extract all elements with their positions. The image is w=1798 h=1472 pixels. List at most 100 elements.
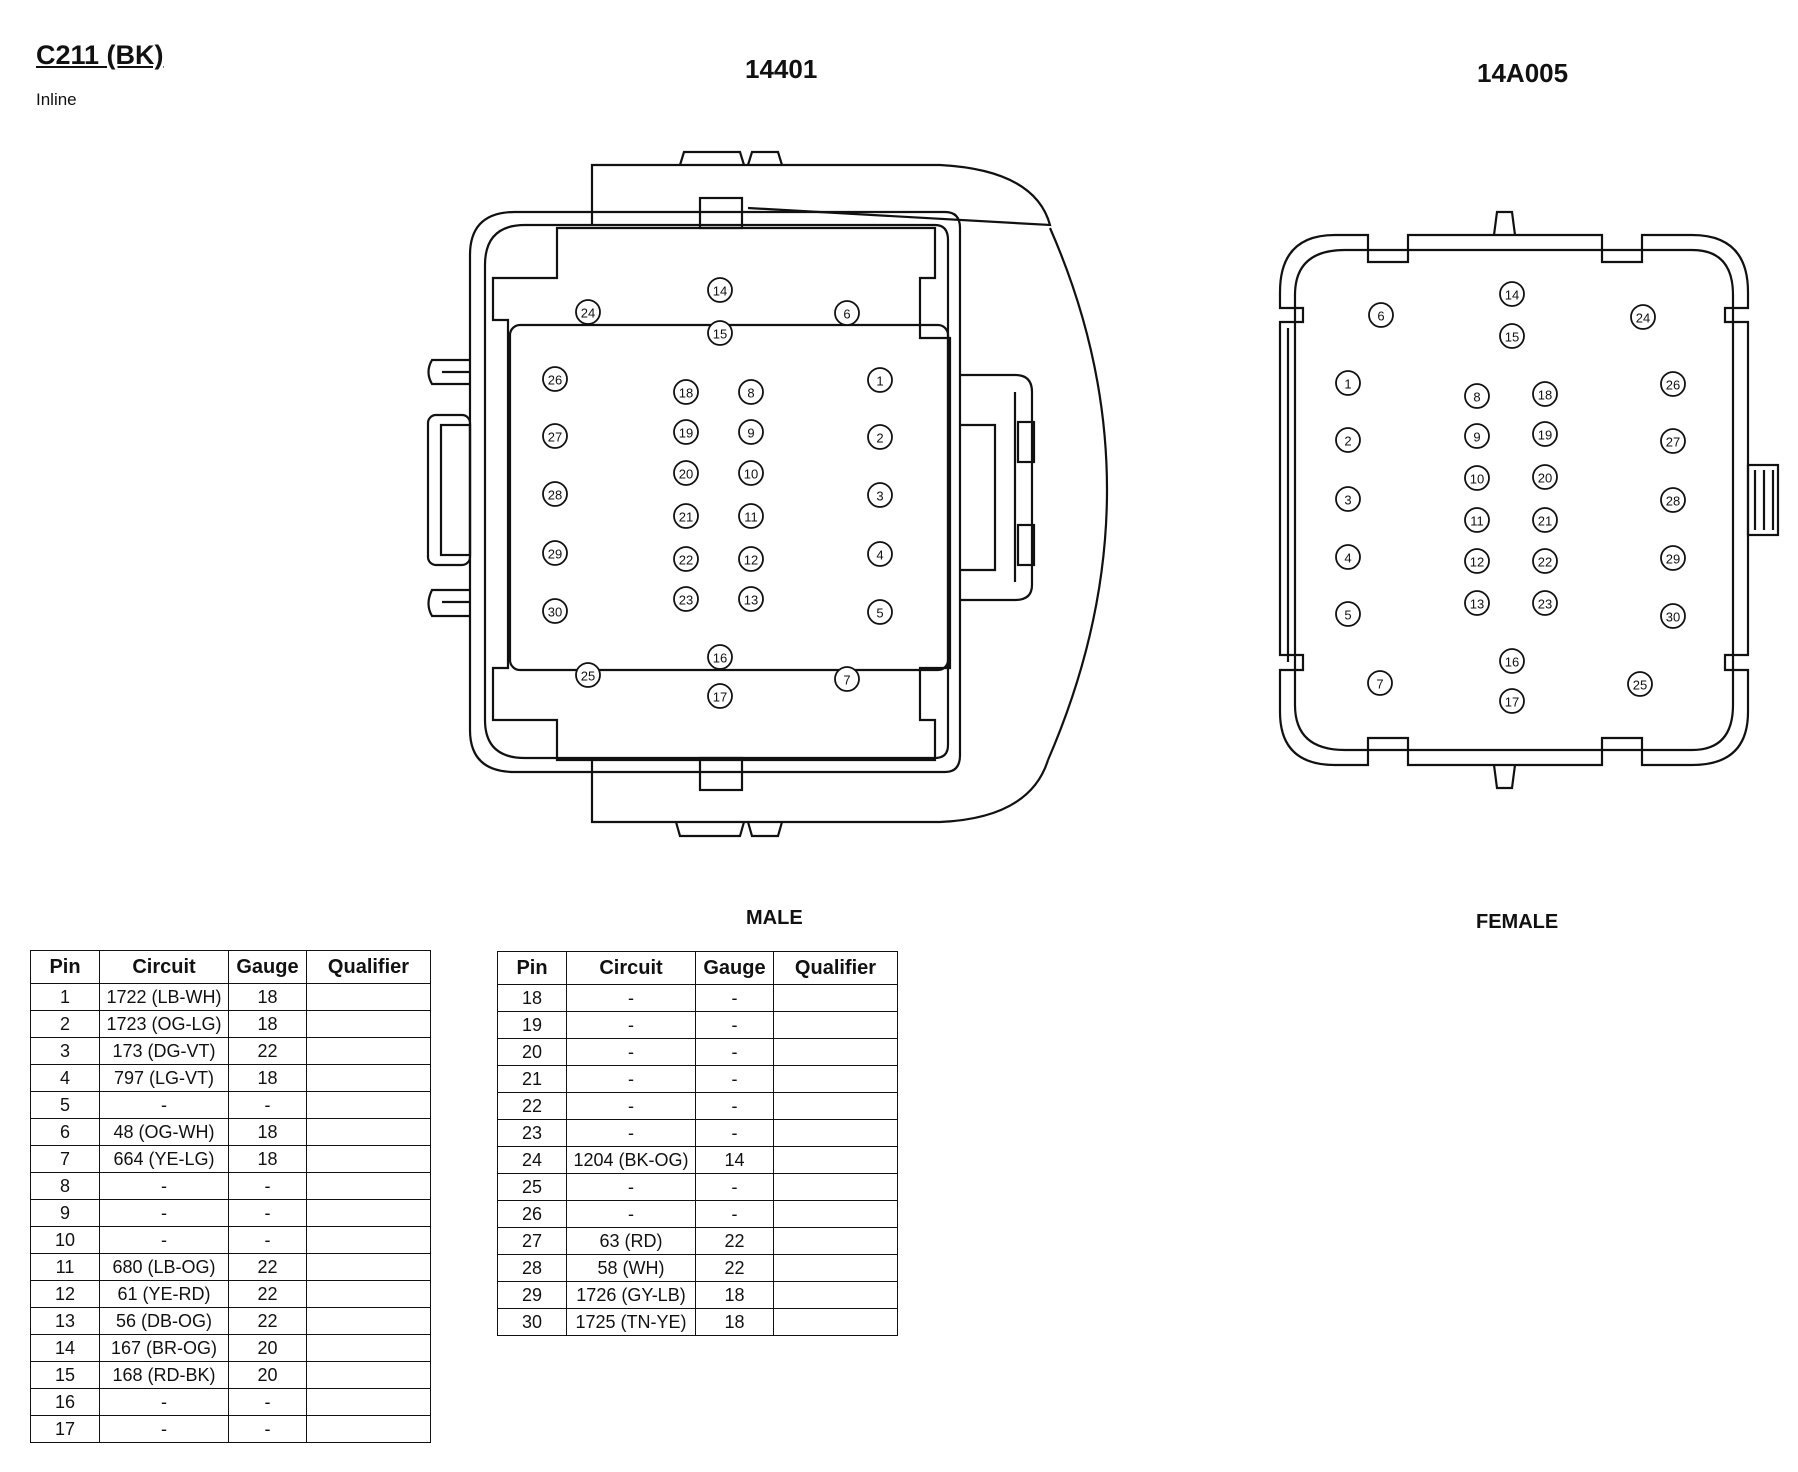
male-pin-circle [707, 644, 733, 670]
cell-circuit: - [566, 1119, 696, 1147]
table-row: 16-- [30, 1388, 431, 1416]
male-pin-number: 15 [713, 327, 727, 342]
female-pin-circle [1335, 427, 1361, 453]
cell-pin: 12 [30, 1280, 100, 1308]
male-pin-2: 2 [867, 424, 893, 450]
female-pin-circle [1335, 544, 1361, 570]
male-pin-number: 1 [876, 374, 883, 389]
female-pin-circle [1532, 464, 1558, 490]
cell-gauge: 18 [228, 1064, 307, 1092]
header-qualifier: Qualifier [773, 951, 898, 985]
male-pin-number: 7 [843, 673, 850, 688]
female-pin-28: 28 [1660, 487, 1686, 513]
female-pin-17: 17 [1499, 688, 1525, 714]
male-label: MALE [746, 907, 803, 929]
female-pin-20: 20 [1532, 464, 1558, 490]
cell-circuit: 168 (RD-BK) [99, 1361, 229, 1389]
female-pin-circle [1464, 507, 1490, 533]
cell-qualifier [306, 1145, 431, 1173]
cell-gauge: 14 [695, 1146, 774, 1174]
male-pin-circle [673, 379, 699, 405]
male-pin-24: 24 [575, 299, 601, 325]
female-pin-22: 22 [1532, 548, 1558, 574]
cell-pin: 27 [497, 1227, 567, 1255]
header-circuit: Circuit [566, 951, 696, 985]
female-pin-number: 8 [1473, 390, 1480, 405]
cell-gauge: 20 [228, 1361, 307, 1389]
male-pin-3: 3 [867, 482, 893, 508]
male-pin-28: 28 [542, 481, 568, 507]
header-gauge: Gauge [228, 950, 307, 984]
male-pin-5: 5 [867, 599, 893, 625]
female-pin-circle [1660, 545, 1686, 571]
cell-circuit: 797 (LG-VT) [99, 1064, 229, 1092]
cell-qualifier [773, 1119, 898, 1147]
female-pin-number: 7 [1376, 677, 1383, 692]
female-pin-number: 29 [1666, 552, 1680, 567]
male-pin-circle [867, 367, 893, 393]
female-pin-circle [1532, 590, 1558, 616]
female-pin-18: 18 [1532, 381, 1558, 407]
female-pin-circle [1660, 487, 1686, 513]
male-pin-number: 27 [548, 430, 562, 445]
cell-gauge: - [695, 1119, 774, 1147]
female-pin-10: 10 [1464, 465, 1490, 491]
female-pin-circle [1464, 465, 1490, 491]
male-pin-11: 11 [738, 503, 764, 529]
female-pin-circle [1660, 371, 1686, 397]
male-pin-18: 18 [673, 379, 699, 405]
table-row: 9-- [30, 1199, 431, 1227]
cell-gauge: 18 [228, 1145, 307, 1173]
male-pin-circle [867, 424, 893, 450]
female-pin-2: 2 [1335, 427, 1361, 453]
male-pin-circle [738, 419, 764, 445]
male-pin-number: 30 [548, 605, 562, 620]
female-pin-number: 21 [1538, 514, 1552, 529]
male-connector-outline [426, 150, 1109, 838]
header-circuit: Circuit [99, 950, 229, 984]
cell-pin: 19 [497, 1011, 567, 1039]
male-pin-circle [738, 460, 764, 486]
cell-circuit: 680 (LB-OG) [99, 1253, 229, 1281]
cell-pin: 3 [30, 1037, 100, 1065]
cell-pin: 26 [497, 1200, 567, 1228]
female-pin-number: 13 [1470, 597, 1484, 612]
female-pin-9: 9 [1464, 423, 1490, 449]
cell-qualifier [306, 1253, 431, 1281]
male-pin-circle [542, 423, 568, 449]
female-pin-circle [1464, 423, 1490, 449]
cell-circuit: - [99, 1415, 229, 1443]
female-pin-number: 26 [1666, 378, 1680, 393]
male-pin-22: 22 [673, 546, 699, 572]
female-pin-number: 1 [1344, 377, 1351, 392]
female-pin-circle [1660, 428, 1686, 454]
cell-circuit: - [99, 1226, 229, 1254]
male-pin-number: 20 [679, 467, 693, 482]
cell-qualifier [773, 1200, 898, 1228]
male-pin-number: 24 [581, 306, 595, 321]
female-pin-number: 19 [1538, 428, 1552, 443]
cell-pin: 11 [30, 1253, 100, 1281]
cell-pin: 8 [30, 1172, 100, 1200]
male-pin-number: 6 [843, 307, 850, 322]
cell-circuit: - [99, 1199, 229, 1227]
male-pin-30: 30 [542, 598, 568, 624]
cell-gauge: - [228, 1091, 307, 1119]
male-pin-6: 6 [834, 300, 860, 326]
male-pin-circle [738, 379, 764, 405]
cell-qualifier [306, 1226, 431, 1254]
male-pin-15: 15 [707, 320, 733, 346]
female-pin-number: 16 [1505, 655, 1519, 670]
female-pin-number: 25 [1633, 678, 1647, 693]
cell-circuit: - [566, 1011, 696, 1039]
female-pin-number: 30 [1666, 610, 1680, 625]
female-pin-number: 2 [1344, 434, 1351, 449]
female-pin-13: 13 [1464, 590, 1490, 616]
female-pin-circle [1532, 507, 1558, 533]
